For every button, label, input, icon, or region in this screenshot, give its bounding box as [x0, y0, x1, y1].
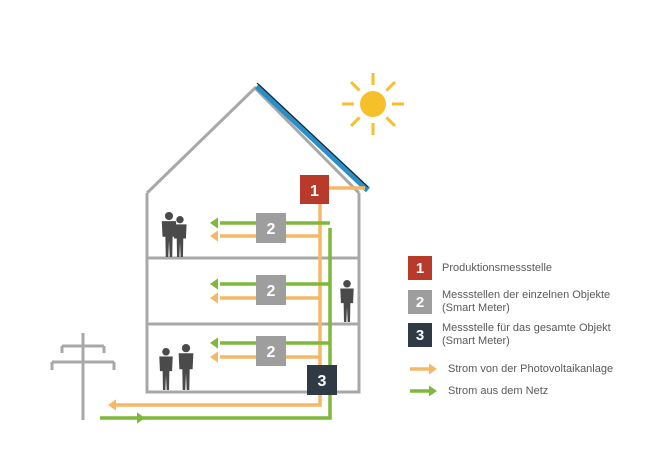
production-meter: 1 [300, 175, 329, 204]
pv-flow-arrowhead [108, 399, 116, 411]
smart-meter-label: 2 [267, 221, 276, 238]
person-icon [161, 212, 177, 257]
grid-flow-arrowhead [210, 278, 218, 290]
pv-flow-arrowhead [210, 351, 218, 363]
person-icon [173, 216, 187, 257]
grid-flow-arrowhead [137, 412, 145, 424]
sun-ray [350, 116, 361, 127]
smart-meter-floor-2: 2 [256, 275, 286, 305]
total-meter-label: 3 [318, 373, 327, 390]
smart-meter-label: 2 [267, 344, 276, 361]
total-meter: 3 [307, 365, 337, 395]
power-pylon-icon [50, 333, 116, 420]
house-walls [145, 193, 361, 394]
sun-ray [385, 81, 396, 92]
grid-flow-arrowhead [210, 217, 218, 229]
pv-flow-arrowhead [210, 292, 218, 304]
person-icon [178, 344, 194, 390]
person-icon [340, 280, 354, 322]
smart-meter-floor-1: 2 [256, 213, 286, 243]
person-icon [159, 348, 173, 390]
sun-ray [385, 116, 396, 127]
house-roof [145, 85, 361, 195]
smart-meter-label: 2 [267, 283, 276, 300]
sun-icon [342, 73, 404, 135]
grid-flow-arrowhead [210, 337, 218, 349]
solar-panel-icon [254, 82, 371, 193]
smart-meter-floor-3: 2 [256, 336, 286, 366]
sun-ray [350, 81, 361, 92]
pv-flow-arrowhead [210, 230, 218, 242]
grid-flow-trunk [100, 228, 332, 420]
house [145, 85, 361, 394]
production-meter-label: 1 [310, 183, 319, 200]
